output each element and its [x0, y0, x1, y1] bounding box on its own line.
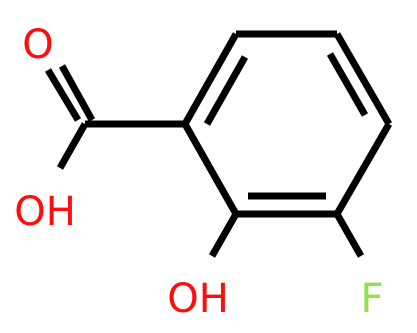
ring-bond-c1-c2: [181, 32, 240, 126]
carbonyl-oxygen-label: O: [22, 22, 53, 68]
bond-carboxyl-to-oh: [56, 122, 89, 170]
bond-ring-to-fluorine: [333, 212, 365, 258]
ring-bond-c3-c4: [333, 32, 393, 126]
carbonyl-double-bond-b: [58, 64, 96, 122]
bond-ring-to-hydroxyl: [208, 212, 240, 258]
acid-hydroxyl-label: OH: [14, 189, 76, 235]
ring-double-bond-inner-2: [326, 52, 369, 117]
ring-double-bond-inner-1: [203, 55, 249, 126]
ring-bond-c4-c5: [333, 122, 393, 216]
ring-hydroxyl-label: OH: [167, 276, 229, 322]
carbonyl-double-bond-a: [44, 68, 82, 122]
ring-bond-c6-c1: [181, 122, 240, 216]
fluorine-label: F: [360, 276, 383, 322]
